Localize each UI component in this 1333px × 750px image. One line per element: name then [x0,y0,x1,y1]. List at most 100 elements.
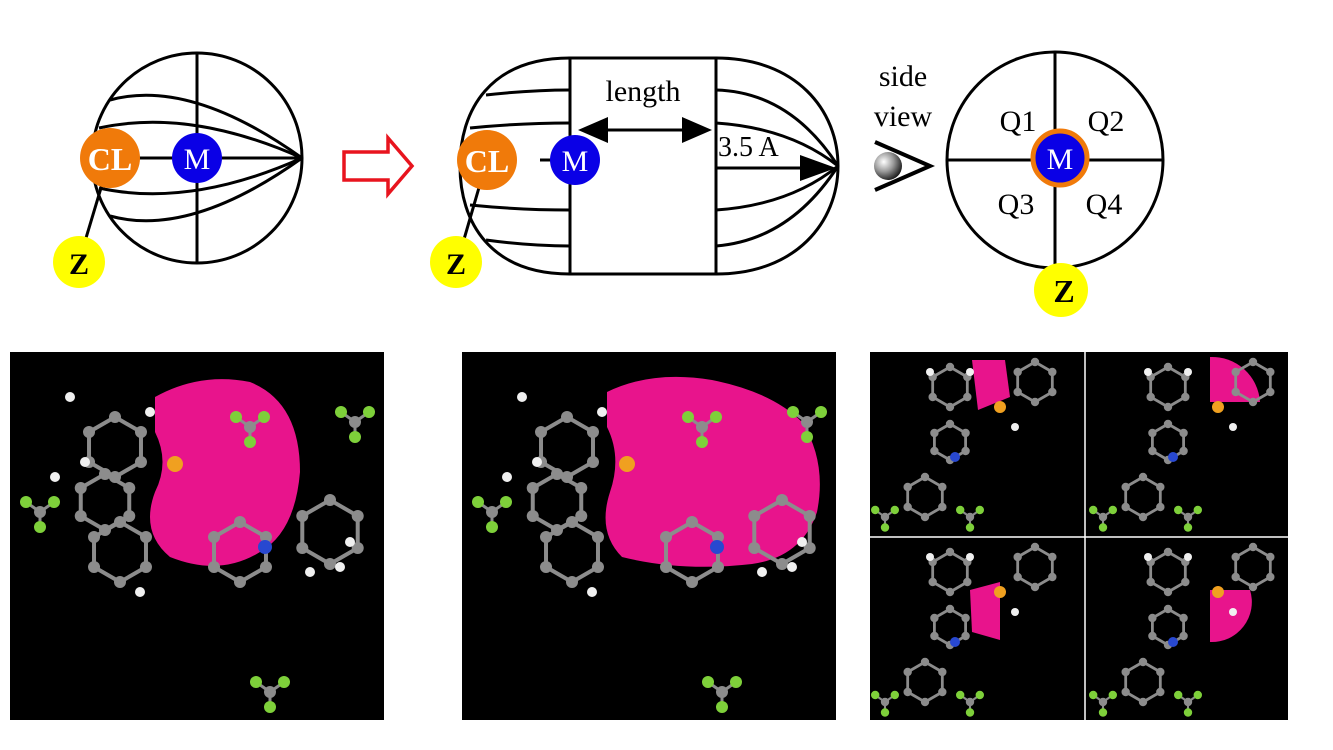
atom [259,531,272,543]
atom [48,496,60,508]
m-label: M [562,145,589,178]
atom [305,567,315,577]
atom [920,697,930,707]
capsule-left-latitude [469,203,571,212]
atom [994,401,1006,413]
cl-label: CL [465,143,509,179]
atom [1138,472,1148,482]
atom [1108,505,1117,515]
atom [88,561,101,573]
atom [1030,582,1040,592]
atom [1248,542,1258,552]
atom [682,411,694,423]
atom [1248,582,1258,592]
molecule [472,392,827,713]
length-label-bg [590,72,696,110]
atom [1146,392,1155,402]
atom [1144,553,1152,561]
buried-volume [605,376,820,567]
atom [1030,542,1040,552]
atom [776,558,788,570]
atom [230,411,242,423]
m-atom [1030,128,1090,188]
atom [114,576,126,588]
atom [1013,572,1022,582]
atom [363,406,375,418]
atom [259,561,272,573]
atom [1248,357,1258,367]
capsule-right-latitude [715,165,840,248]
atom [351,542,364,554]
atom [920,657,930,667]
atom [351,510,364,522]
atom [938,502,947,512]
atom [486,521,498,533]
atom [517,392,527,402]
atom [1266,572,1275,582]
atom [139,531,152,543]
quadrant-q2: Q2 [1088,105,1125,138]
atom [88,531,101,543]
atom [787,562,797,572]
capsule-right-latitude [715,88,840,167]
atom [1030,397,1040,407]
atom [945,547,955,557]
atom [1163,604,1173,614]
atom [1121,667,1130,677]
atom [748,542,761,554]
atom [1184,368,1192,376]
quadrant-q3: Q3 [998,188,1035,221]
atom [711,531,724,543]
atom [208,531,221,543]
quadrant-volume-q3 [970,582,1000,640]
atom [1193,505,1202,515]
atom [1146,577,1155,587]
atom [50,472,60,482]
atom [716,701,728,713]
atom [1266,367,1275,377]
atom [1181,392,1190,402]
z-label: Z [446,248,466,281]
sphere-latitude [109,93,303,160]
atom [1048,367,1057,377]
atom [1212,586,1224,598]
atom [926,553,934,561]
molecule-render-quadrants-svg [870,352,1288,720]
atom [961,613,970,623]
atom [1163,547,1173,557]
atom [502,472,512,482]
atom [1089,690,1098,700]
atom [532,457,542,467]
atom [1229,423,1237,431]
atom [1156,502,1165,512]
atom [335,562,345,572]
atom [1013,552,1022,562]
atom [551,468,563,480]
sphere-latitude [109,156,303,223]
atom [711,561,724,573]
atom [956,690,965,700]
atom [1163,419,1173,429]
atom [540,561,553,573]
atom [597,407,607,417]
atom [1098,523,1108,532]
side-view-caption-line1: side [879,60,927,93]
atom [1011,423,1019,431]
atom [349,431,361,443]
atom [1108,690,1117,700]
atom [920,512,930,522]
atom [1231,367,1240,377]
atom [961,428,970,438]
atom [686,576,698,588]
atom [815,406,827,418]
quadrant-volume-q4 [1210,590,1252,643]
quadrant-volume-q1 [972,360,1010,410]
atom [1179,631,1188,641]
atom [250,676,262,688]
molecule [20,392,375,713]
atom [945,587,955,597]
atom [950,452,960,462]
atom [880,523,890,532]
atom [1144,368,1152,376]
atom [660,531,673,543]
